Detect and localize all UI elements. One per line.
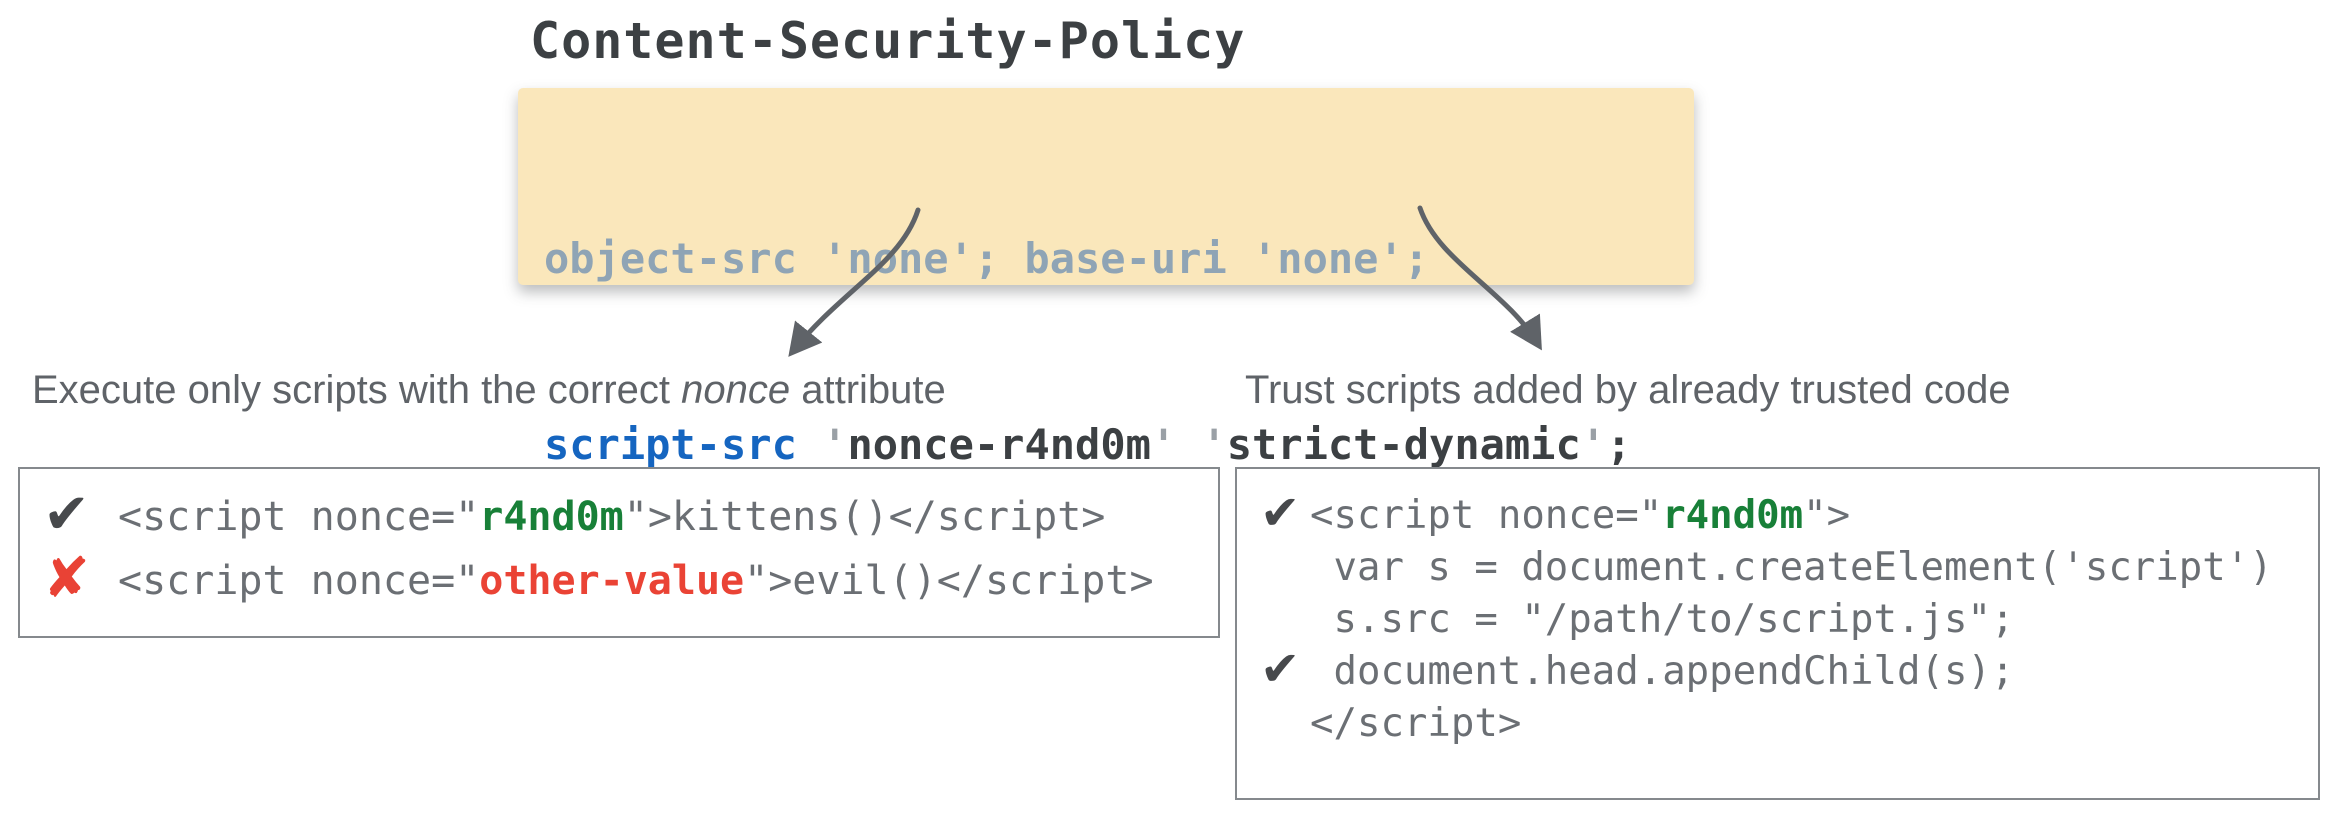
code-text: <script nonce="r4nd0m">kittens()</script… — [118, 494, 1105, 540]
code-line-valid-nonce: ✔ <script nonce="r4nd0m">kittens()</scri… — [43, 485, 1218, 549]
policy-line-script-src: script-src 'nonce-r4nd0m' 'strict-dynami… — [544, 414, 1694, 476]
code-text: s.src = "/path/to/script.js"; — [1310, 596, 2015, 642]
code-line-src-assign: s.src = "/path/to/script.js"; — [1260, 593, 2318, 645]
check-icon: ✔ — [1260, 641, 1301, 697]
label-text: Execute only scripts with the correct — [32, 368, 682, 412]
nonce-source-value: nonce-r4nd0m — [847, 420, 1151, 469]
quote: ' ' — [1150, 420, 1227, 469]
code-line-script-close: </script> — [1260, 697, 2318, 749]
script-src-directive: script-src — [544, 420, 823, 469]
diagram-title: Content-Security-Policy — [530, 12, 1246, 70]
code-segment: <script nonce=" — [118, 494, 480, 540]
code-text: <script nonce="r4nd0m"> — [1310, 493, 1850, 538]
code-line-create-element: var s = document.createElement('script') — [1260, 541, 2318, 593]
nonce-example-box: ✔ <script nonce="r4nd0m">kittens()</scri… — [18, 467, 1220, 638]
code-segment: ">evil()</script> — [744, 558, 1154, 604]
code-segment: <script nonce=" — [118, 558, 480, 604]
nonce-explanation-label: Execute only scripts with the correct no… — [32, 368, 946, 413]
label-emphasis-nonce: nonce — [681, 368, 791, 412]
strict-dynamic-example-box: ✔ <script nonce="r4nd0m"> var s = docume… — [1235, 467, 2320, 800]
code-text: document.head.appendChild(s); — [1310, 648, 2015, 694]
code-line-invalid-nonce: ✘ <script nonce="other-value">evil()</sc… — [43, 549, 1218, 613]
code-segment: ">kittens()</script> — [623, 494, 1106, 540]
code-segment: <script nonce=" — [1310, 492, 1663, 538]
cross-icon: ✘ — [43, 546, 90, 611]
nonce-value-highlight: r4nd0m — [1662, 492, 1804, 538]
nonce-value-highlight: r4nd0m — [479, 494, 624, 540]
code-text: var s = document.createElement('script') — [1310, 544, 2273, 590]
check-icon: ✔ — [43, 482, 90, 547]
code-line-append-child: ✔ document.head.appendChild(s); — [1260, 645, 2318, 697]
csp-policy-box: object-src 'none'; base-uri 'none'; scri… — [518, 88, 1694, 469]
quote: ' — [1580, 420, 1607, 469]
semicolon: ; — [1606, 420, 1632, 469]
invalid-value-highlight: other-value — [479, 558, 745, 604]
label-text: attribute — [790, 368, 946, 412]
code-line-script-open: ✔ <script nonce="r4nd0m"> — [1260, 489, 2318, 541]
strict-dynamic-value: strict-dynamic — [1226, 420, 1581, 469]
code-text: <script nonce="other-value">evil()</scri… — [118, 558, 1154, 604]
strict-dynamic-explanation-label: Trust scripts added by already trusted c… — [1245, 368, 2011, 412]
check-icon: ✔ — [1260, 485, 1301, 541]
code-segment: "> — [1803, 492, 1851, 538]
code-text: </script> — [1310, 700, 1522, 746]
quote: ' — [822, 420, 848, 469]
policy-line-object-src: object-src 'none'; base-uri 'none'; — [544, 234, 1430, 283]
